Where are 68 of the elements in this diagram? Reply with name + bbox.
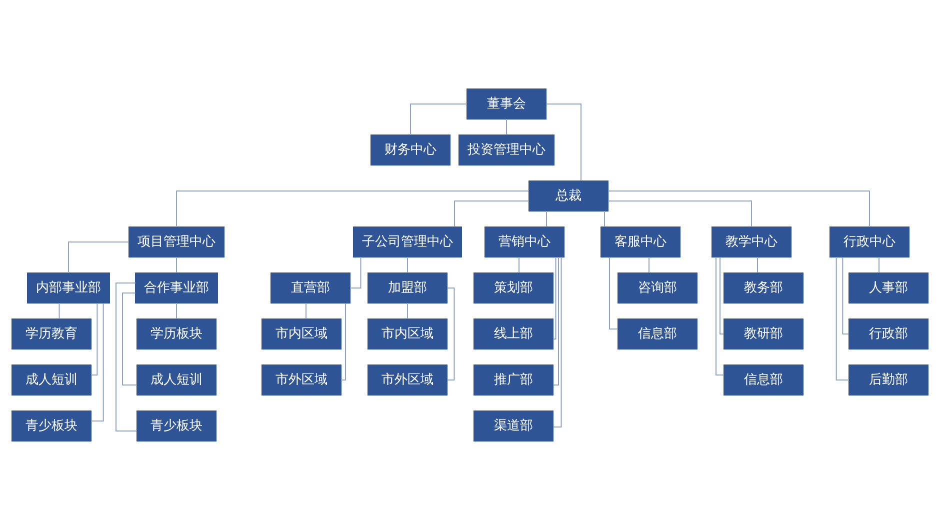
connector — [176, 302, 177, 319]
connector — [757, 256, 758, 273]
connector — [506, 118, 507, 135]
connector — [608, 200, 752, 227]
node-box: 子公司管理中心 — [353, 226, 462, 257]
node-box: 咨询部 — [618, 272, 698, 303]
node-box: 市外区域 — [262, 364, 342, 395]
connector — [350, 256, 362, 288]
node-box: 投资管理中心 — [458, 134, 554, 165]
connector — [609, 256, 618, 329]
node-box: 教研部 — [724, 318, 804, 349]
node-box: 策划部 — [474, 272, 554, 303]
node-box: 成人短训 — [136, 364, 216, 395]
connector — [446, 287, 455, 380]
connector — [878, 256, 880, 273]
node-box: 客服中心 — [600, 226, 680, 257]
node-box: 直营部 — [270, 272, 350, 303]
node-box: 市外区域 — [368, 364, 448, 395]
node-box: 内部事业部 — [27, 272, 110, 303]
connector — [454, 200, 530, 227]
node-box: 学历教育 — [12, 318, 92, 349]
connector — [90, 302, 98, 375]
node-box: 行政部 — [848, 318, 928, 349]
connector — [518, 256, 520, 273]
node-box: 成人短训 — [12, 364, 92, 395]
connector — [608, 190, 870, 227]
node-box: 董事会 — [466, 88, 546, 119]
connector — [122, 292, 138, 385]
connector — [176, 190, 530, 227]
connector — [410, 103, 468, 135]
node-box: 加盟部 — [368, 272, 448, 303]
node-box: 教务部 — [724, 272, 804, 303]
node-box: 渠道部 — [474, 410, 554, 441]
node-box: 推广部 — [474, 364, 554, 395]
connector — [552, 256, 562, 427]
node-box: 后勤部 — [848, 364, 928, 395]
node-box: 青少板块 — [12, 410, 92, 441]
connector — [842, 256, 850, 334]
connector — [552, 256, 559, 385]
connector — [546, 210, 547, 227]
connector — [58, 302, 60, 319]
node-box: 人事部 — [848, 272, 928, 303]
node-box: 营销中心 — [484, 226, 564, 257]
node-box: 学历板块 — [136, 318, 216, 349]
connector — [648, 256, 650, 273]
node-box: 信息部 — [724, 364, 804, 395]
connector — [720, 256, 724, 334]
node-box: 教学中心 — [712, 226, 792, 257]
node-box: 项目管理中心 — [128, 226, 224, 257]
connector — [546, 103, 582, 181]
connector — [552, 256, 556, 339]
connector — [407, 256, 408, 273]
node-box: 市内区域 — [368, 318, 448, 349]
node-box: 总裁 — [528, 180, 608, 211]
node-box: 合作事业部 — [135, 272, 218, 303]
connector — [68, 241, 130, 273]
connector — [407, 302, 408, 319]
connector — [340, 302, 346, 380]
node-box: 信息部 — [618, 318, 698, 349]
node-box: 线上部 — [474, 318, 554, 349]
node-box: 市内区域 — [262, 318, 342, 349]
connector — [604, 210, 605, 227]
connector — [176, 256, 177, 273]
node-box: 财务中心 — [370, 134, 450, 165]
node-box: 青少板块 — [136, 410, 216, 441]
connector — [116, 282, 138, 431]
node-box: 行政中心 — [830, 226, 910, 257]
connector — [716, 256, 724, 375]
